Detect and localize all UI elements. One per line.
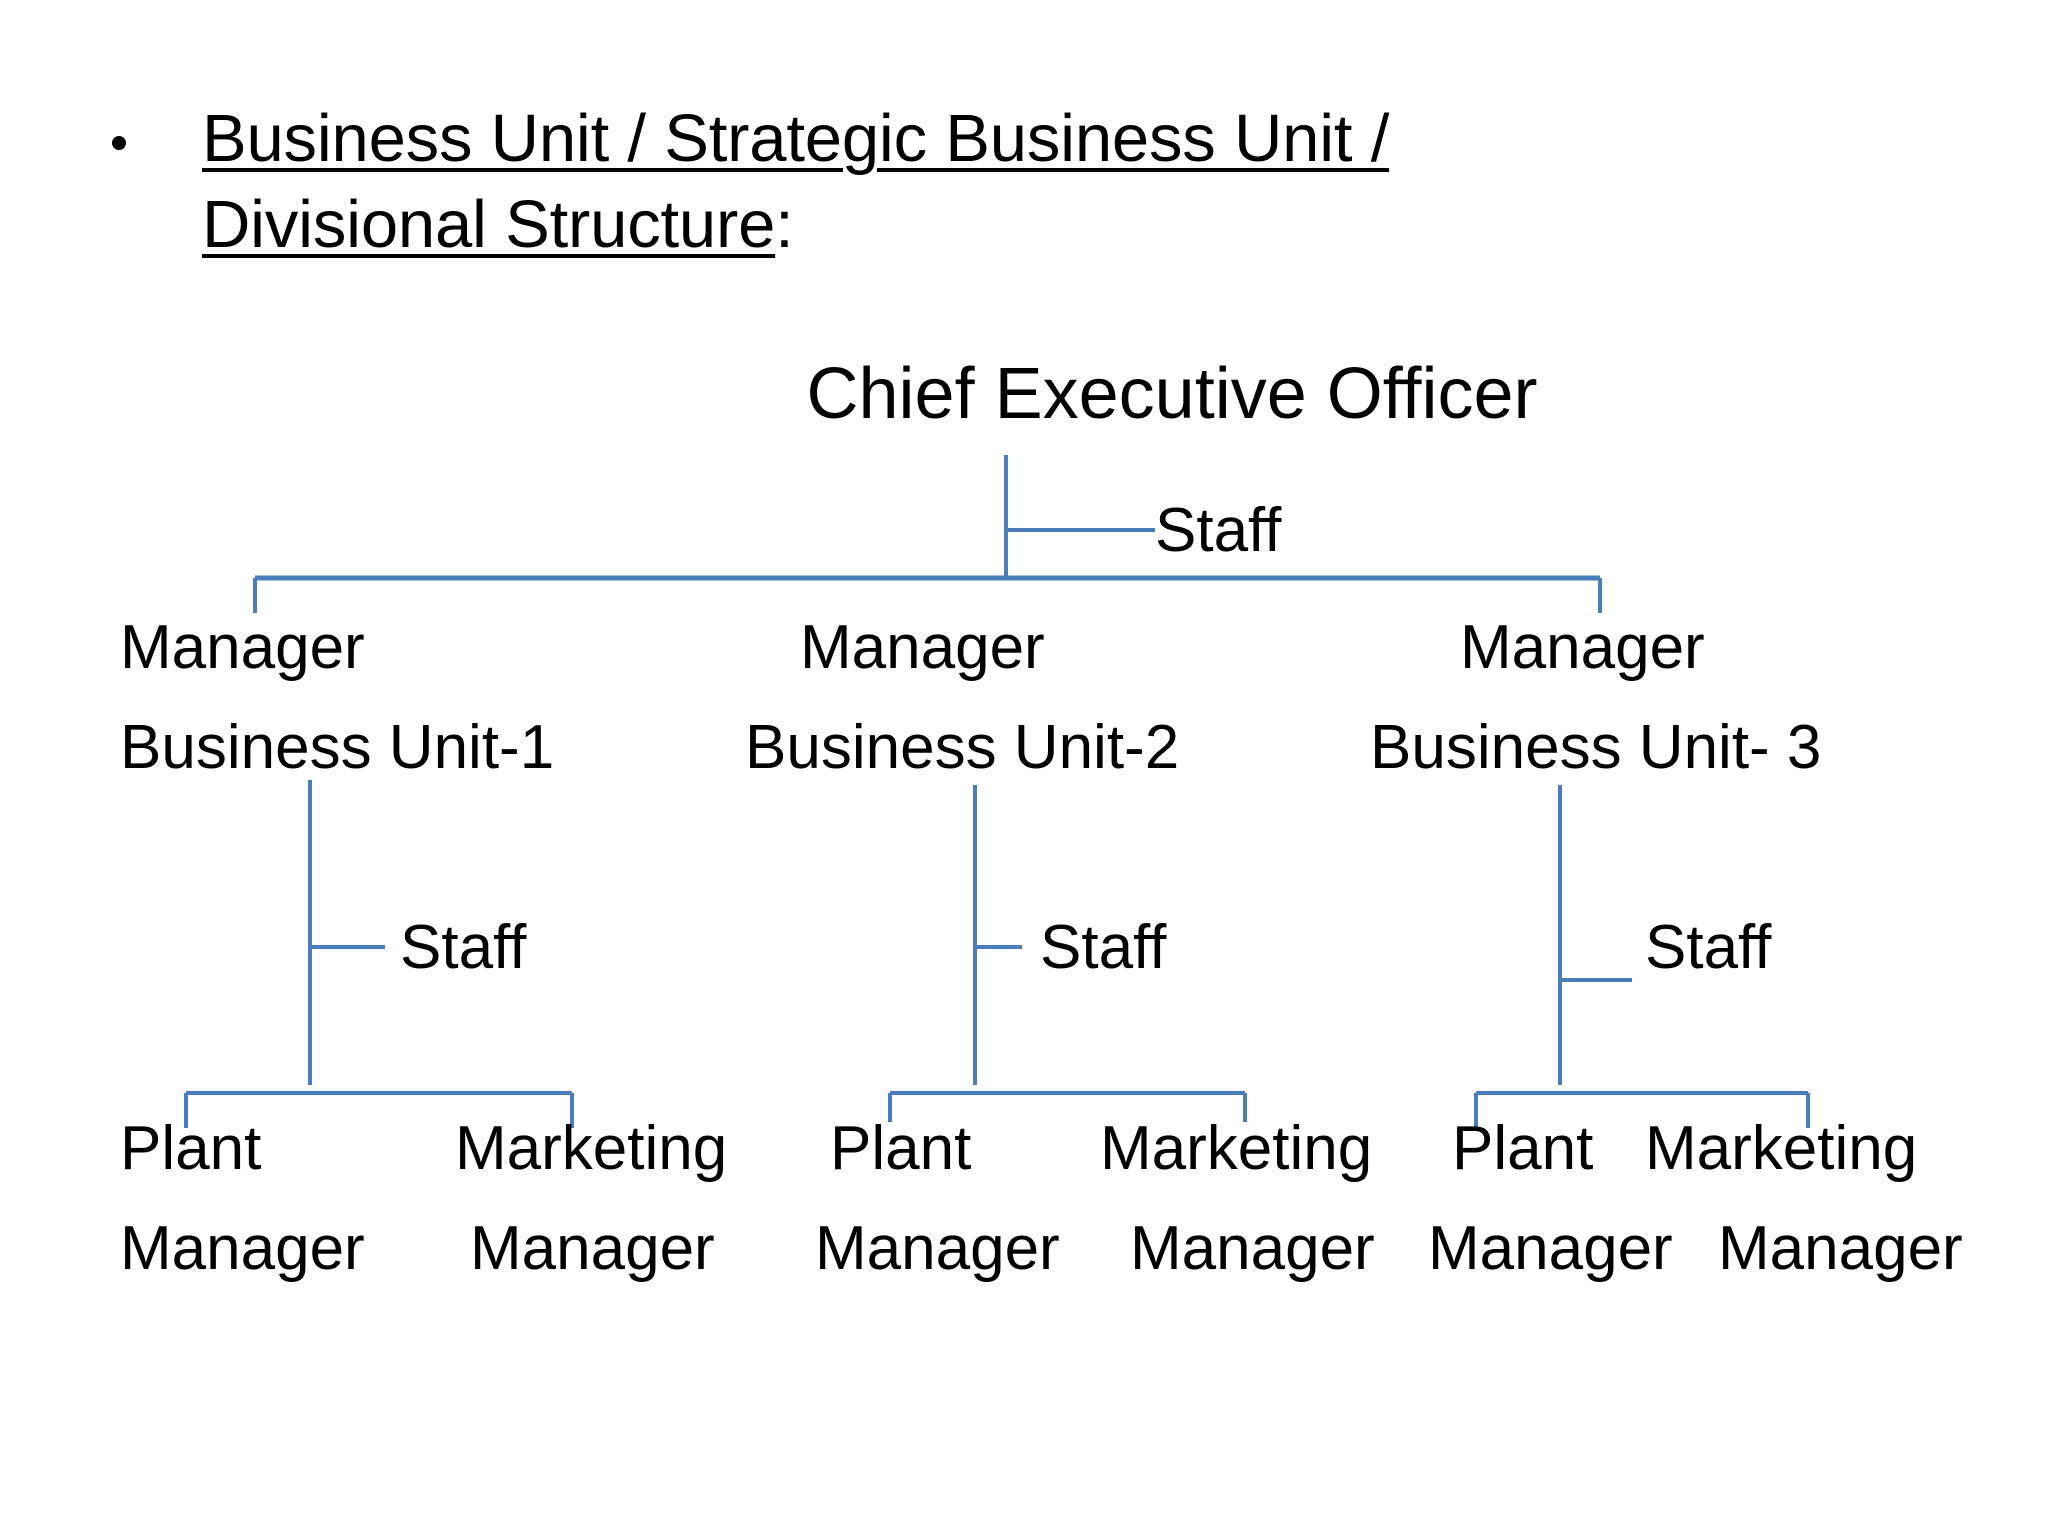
node-bu3-plant-line1[interactable]: Plant (1452, 1114, 1594, 1183)
node-bu2-plant-line1[interactable]: Plant (830, 1114, 972, 1183)
node-bu1-marketing-line2[interactable]: Manager (470, 1214, 715, 1283)
node-bu1-staff[interactable]: Staff (400, 913, 527, 982)
node-bu1-role[interactable]: Manager (120, 613, 365, 682)
node-bu1-marketing-line1[interactable]: Marketing (455, 1114, 728, 1183)
node-bu2-unit[interactable]: Business Unit-2 (745, 713, 1180, 782)
title-line-1: Business Unit / Strategic Business Unit … (202, 101, 1390, 176)
node-bu3-marketing-line1[interactable]: Marketing (1645, 1114, 1918, 1183)
node-bu1-plant-line1[interactable]: Plant (120, 1114, 262, 1183)
node-bu2-role[interactable]: Manager (800, 613, 1045, 682)
node-bu2-plant-line2[interactable]: Manager (815, 1214, 1060, 1283)
node-bu2-marketing-line2[interactable]: Manager (1130, 1214, 1375, 1283)
node-bu3-marketing-line2[interactable]: Manager (1718, 1214, 1963, 1283)
title-lines: Business Unit / Strategic Business Unit … (202, 96, 1672, 268)
node-bu2-marketing-line1[interactable]: Marketing (1100, 1114, 1373, 1183)
node-bu3-plant-line2[interactable]: Manager (1428, 1214, 1673, 1283)
slide-title: Business Unit / Strategic Business Unit … (112, 96, 1672, 268)
title-bullet-row: Business Unit / Strategic Business Unit … (112, 96, 1672, 268)
title-line-2-colon: : (775, 186, 794, 262)
node-bu3-staff[interactable]: Staff (1645, 913, 1772, 982)
node-ceo-staff[interactable]: Staff (1155, 496, 1282, 565)
node-bu3-unit[interactable]: Business Unit- 3 (1370, 713, 1822, 782)
bullet-icon (112, 136, 126, 150)
title-line-2: Divisional Structure (202, 186, 776, 262)
node-bu3-role[interactable]: Manager (1460, 613, 1705, 682)
node-bu1-unit[interactable]: Business Unit-1 (120, 713, 555, 782)
node-chief-executive-officer[interactable]: Chief Executive Officer (806, 354, 1538, 434)
node-bu1-plant-line2[interactable]: Manager (120, 1214, 365, 1283)
node-bu2-staff[interactable]: Staff (1040, 913, 1167, 982)
